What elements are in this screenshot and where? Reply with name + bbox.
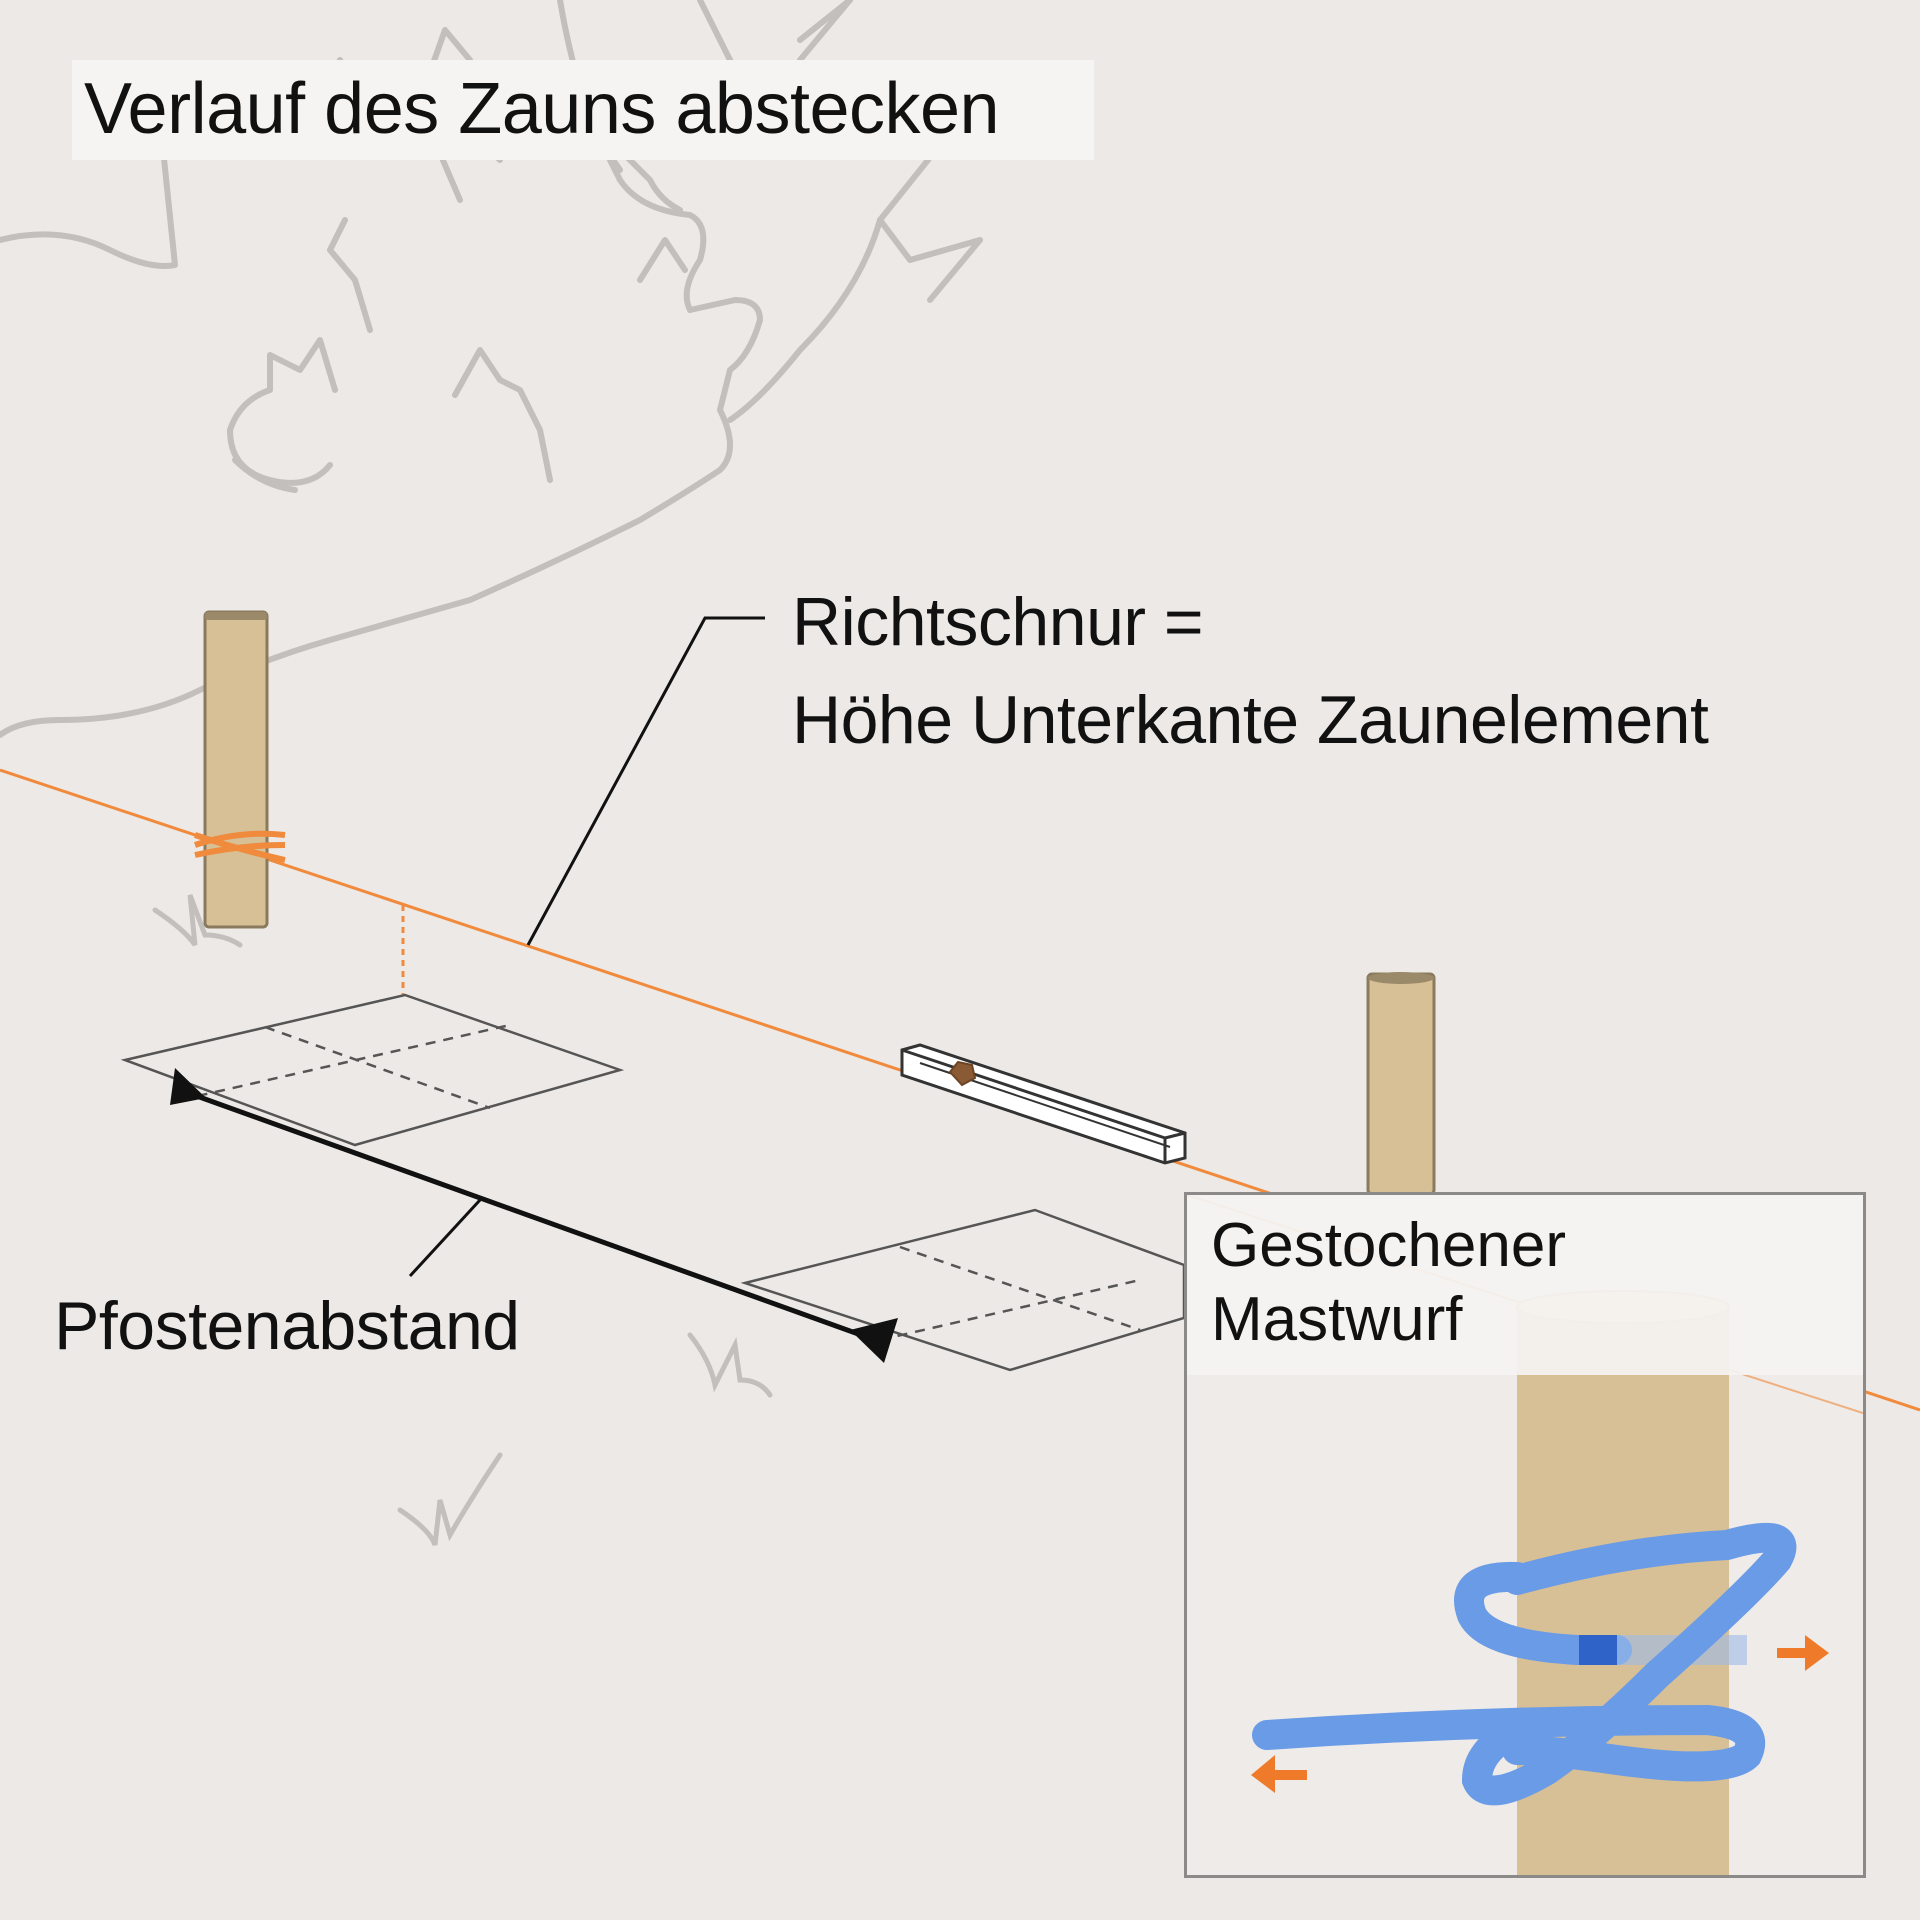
guide-string-label-line2: Höhe Unterkante Zaunelement [792, 682, 1709, 758]
foundation-outline-right-icon [740, 1208, 1186, 1372]
title-background [72, 60, 1094, 160]
guide-string-label-line1: Richtschnur = [792, 584, 1204, 660]
foundation-outline-left-icon [120, 993, 625, 1147]
post-right-icon [1366, 972, 1436, 1196]
inset-title-line1: Gestochener [1211, 1211, 1566, 1280]
post-spacing-label: Pfostenabstand [54, 1288, 520, 1364]
grass-tuft-icon [152, 894, 773, 1546]
dimension-arrow-icon [170, 1068, 898, 1363]
diagram-title: Verlauf des Zauns abstecken [84, 69, 1000, 149]
inset-title-line2: Mastwurf [1211, 1285, 1463, 1354]
spirit-level-icon [900, 1043, 1187, 1165]
knot-detail-inset: Gestochener Mastwurf [1184, 1192, 1866, 1878]
post-left-icon [194, 610, 286, 929]
inset-header-background [1187, 1195, 1863, 1375]
leader-line-icon [526, 616, 765, 946]
